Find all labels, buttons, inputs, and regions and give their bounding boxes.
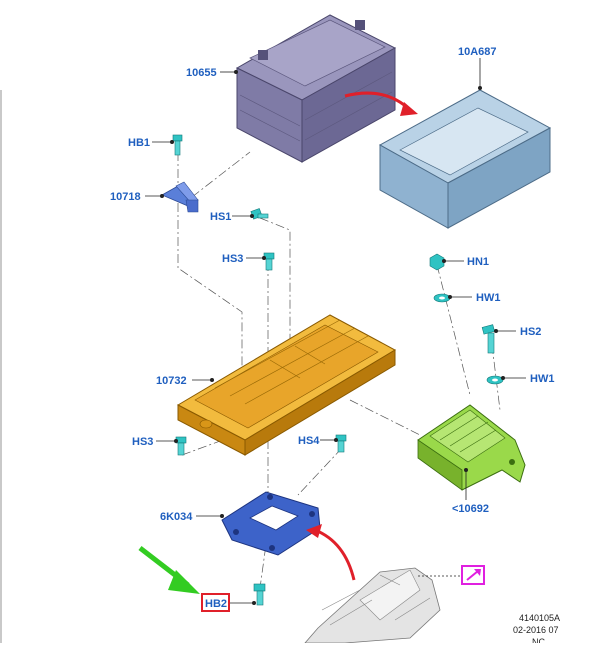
washer-hw1-bottom xyxy=(486,375,504,385)
hw1-top-callout: HW1 xyxy=(448,292,500,304)
tray-callout: 10732 xyxy=(156,375,214,387)
move-arrowhead-bracket xyxy=(306,524,322,538)
hold-down-clip xyxy=(161,181,199,213)
hs3-bottom-label: HS3 xyxy=(132,436,153,448)
hs3-bottom-callout: HS3 xyxy=(132,436,178,448)
green-pointer-arrow xyxy=(138,546,200,594)
hb1-callout: HB1 xyxy=(128,137,174,149)
hs3-top-label: HS3 xyxy=(222,253,243,265)
nut-hn1 xyxy=(429,253,445,271)
move-arrow-bracket xyxy=(314,528,356,581)
screw-hs2 xyxy=(481,324,495,354)
washer-hw1-top xyxy=(433,293,451,303)
hb1-label: HB1 xyxy=(128,137,150,149)
battery-cover-callout: 10A687 xyxy=(458,46,497,90)
vehicle-frame-view xyxy=(304,567,460,644)
hs2-label: HS2 xyxy=(520,326,541,338)
battery xyxy=(235,14,397,163)
hb2-label: HB2 xyxy=(205,598,227,610)
battery-tray xyxy=(176,314,397,456)
bracket-label: 6K034 xyxy=(160,511,193,523)
support-callout: <10692 xyxy=(452,468,489,515)
hs4-callout: HS4 xyxy=(298,435,338,447)
hs4-label: HS4 xyxy=(298,435,320,447)
screw-hs4 xyxy=(335,434,347,453)
clip-10718-label: 10718 xyxy=(110,191,141,203)
mounting-bracket xyxy=(221,491,321,556)
battery-support xyxy=(417,404,526,491)
page-edge-rule xyxy=(0,90,2,643)
bracket-callout: 6K034 xyxy=(160,511,224,523)
screw-hs3-top xyxy=(263,252,275,271)
hw1-bottom-label: HW1 xyxy=(530,373,554,385)
hn1-label: HN1 xyxy=(467,256,489,268)
hb2-callout: HB2 xyxy=(201,593,256,612)
diagram-code: NC xyxy=(532,637,545,643)
hs1-callout: HS1 xyxy=(210,211,254,223)
battery-cover-label: 10A687 xyxy=(458,46,497,58)
support-label: <10692 xyxy=(452,503,489,515)
hn1-callout: HN1 xyxy=(442,256,489,268)
battery-callout: 10655 xyxy=(186,67,238,79)
view-reference-icon xyxy=(461,565,485,585)
tray-label: 10732 xyxy=(156,375,187,387)
hs2-callout: HS2 xyxy=(494,326,541,338)
bolt-hb1 xyxy=(172,134,183,156)
bolt-hb2 xyxy=(253,583,266,606)
hs3-top-callout: HS3 xyxy=(222,253,266,265)
battery-label: 10655 xyxy=(186,67,217,79)
clip-10718-callout: 10718 xyxy=(110,191,164,203)
diagram-reference-number: 4140105A xyxy=(519,613,560,623)
screw-hs1 xyxy=(250,208,269,220)
hs1-label: HS1 xyxy=(210,211,231,223)
diagram-date: 02-2016 07 xyxy=(513,625,559,635)
hw1-bottom-callout: HW1 xyxy=(501,373,554,385)
battery-cover xyxy=(378,89,552,229)
hb2-highlight-box xyxy=(201,593,230,612)
move-arrowhead-battery xyxy=(400,102,418,116)
hw1-top-label: HW1 xyxy=(476,292,500,304)
